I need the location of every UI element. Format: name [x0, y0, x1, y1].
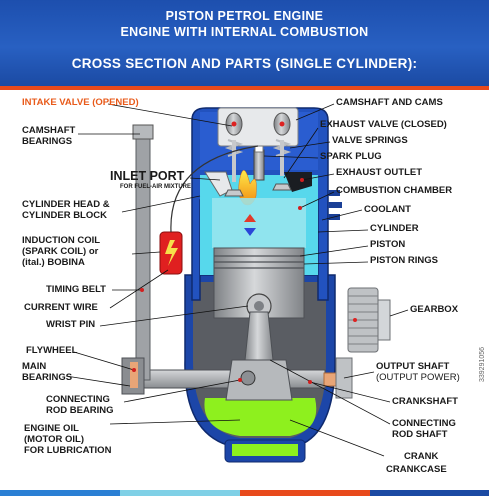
title-line-2: ENGINE WITH INTERNAL COMBUSTION	[120, 25, 369, 39]
leader-lines-left	[65, 103, 249, 425]
sump-oil	[232, 444, 298, 456]
label-crankcase: CRANKCASE	[386, 464, 447, 475]
label-piston: PISTON	[370, 239, 406, 250]
label-engine-oil-2: (MOTOR OIL)	[24, 434, 84, 445]
bottom-bar-navy	[370, 490, 489, 496]
label-connecting-rod-shaft-2: ROD SHAFT	[392, 429, 448, 440]
pressure-arrow-down	[244, 228, 256, 236]
label-main-bearings-1: MAIN	[22, 361, 47, 372]
header-banner	[0, 0, 489, 86]
connecting-rod-bearing	[240, 370, 256, 386]
crank-web	[225, 359, 293, 401]
label-gearbox: GEARBOX	[410, 304, 459, 315]
piston-rings	[214, 255, 304, 269]
label-output-power: (OUTPUT POWER)	[376, 372, 460, 383]
bottom-bar-cyan	[120, 490, 240, 496]
subtitle: CROSS SECTION AND PARTS (SINGLE CYLINDER…	[71, 56, 418, 71]
label-timing-belt: TIMING BELT	[46, 284, 106, 295]
label-valve-springs: VALVE SPRINGS	[332, 135, 408, 146]
label-inlet-port: INLET PORT	[110, 169, 185, 183]
label-crank: CRANK	[404, 451, 439, 462]
gearbox	[335, 287, 391, 399]
intake-valve-head	[224, 189, 244, 197]
label-connecting-rod-bearing-2: ROD BEARING	[46, 405, 114, 416]
label-connecting-rod-bearing-1: CONNECTING	[46, 394, 110, 405]
timing-belt	[135, 129, 151, 381]
label-cylinder-head-2: CYLINDER BLOCK	[22, 210, 107, 221]
exhaust-valve-stem	[280, 140, 284, 176]
engine-oil	[204, 398, 317, 436]
exhaust-outlet	[284, 172, 312, 192]
label-engine-oil-3: FOR LUBRICATION	[24, 445, 112, 456]
label-cylinder-head-1: CYLINDER HEAD &	[22, 199, 110, 210]
leader-lines-right	[263, 103, 409, 457]
exhaust-valve-head	[272, 183, 292, 191]
label-connecting-rod-shaft-1: CONNECTING	[392, 418, 456, 429]
spark-plug-body	[253, 149, 265, 181]
label-induction-coil-2: (SPARK COIL) or	[22, 246, 99, 257]
label-intake-valve: INTAKE VALVE (OPENED)	[22, 97, 139, 108]
label-induction-coil-3: (ital.) BOBINA	[22, 257, 85, 268]
title-line-1: PISTON PETROL ENGINE	[165, 9, 324, 23]
label-camshaft-bearings-2: BEARINGS	[22, 136, 73, 147]
label-current-wire: CURRENT WIRE	[24, 302, 98, 313]
combustion-chamber	[212, 198, 306, 248]
label-cylinder: CYLINDER	[370, 223, 419, 234]
label-exhaust-valve: EXHAUST VALVE (CLOSED)	[320, 119, 447, 130]
label-main-bearings-2: BEARINGS	[22, 372, 73, 383]
label-output-shaft: OUTPUT SHAFT	[376, 361, 450, 372]
bottom-bar-orange	[240, 490, 370, 496]
label-induction-coil-1: INDUCTION COIL	[22, 235, 101, 246]
camshaft-pulley	[132, 124, 154, 140]
label-wrist-pin: WRIST PIN	[46, 319, 96, 330]
bottom-bar-blue	[0, 490, 120, 496]
intake-valve-stem	[232, 140, 236, 182]
label-flywheel: FLYWHEEL	[26, 345, 78, 356]
pressure-arrow-up	[244, 214, 256, 222]
label-camshaft-bearings-1: CAMSHAFT	[22, 125, 76, 136]
label-engine-oil-1: ENGINE OIL	[24, 423, 79, 434]
watermark-id: 339291056	[479, 346, 486, 382]
current-wire	[170, 145, 259, 233]
callout-dots	[132, 178, 312, 384]
label-crankshaft: CRANKSHAFT	[392, 396, 458, 407]
label-combustion-chamber: COMBUSTION CHAMBER	[336, 185, 453, 196]
label-camshaft-cams: CAMSHAFT AND CAMS	[336, 97, 443, 108]
header-stripe	[0, 86, 489, 90]
label-coolant: COOLANT	[364, 204, 411, 215]
label-inlet-port-sub: FOR FUEL-AIR MIXTURE	[120, 184, 191, 190]
label-exhaust-outlet: EXHAUST OUTLET	[336, 167, 423, 178]
label-spark-plug: SPARK PLUG	[320, 151, 382, 162]
label-piston-rings: PISTON RINGS	[370, 255, 438, 266]
